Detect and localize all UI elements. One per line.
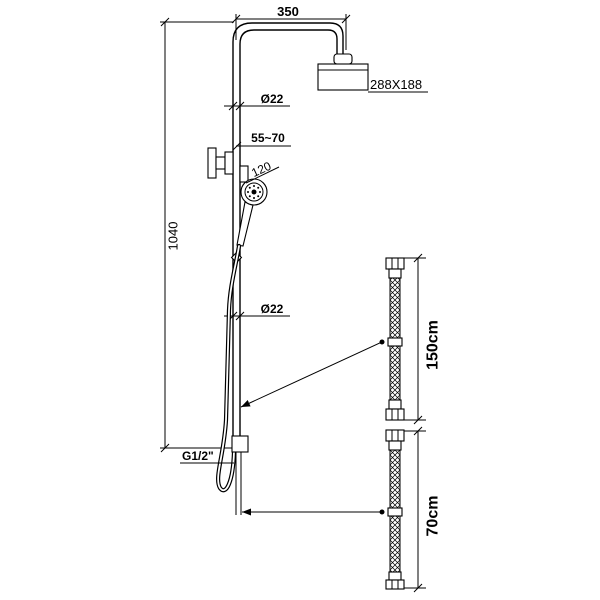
hand-shower-nozzle-dot [257, 186, 260, 189]
overall-height-tick-bottom [160, 443, 170, 453]
long-hose-detail [385, 257, 405, 421]
hand-shower-nozzle-dot [259, 191, 261, 193]
hand-shower-nozzle-dot [253, 197, 255, 199]
riser-pipe [232, 22, 344, 445]
long-hose-top-nut [385, 257, 405, 270]
riser-pipe-inner-edge [239, 29, 338, 445]
wall-bracket-clamp [224, 151, 234, 175]
shower-head-connector [333, 53, 353, 65]
short-hose-detail [385, 429, 405, 590]
overhead-shower-head: 288X188 [317, 53, 428, 93]
wall-bracket [207, 147, 234, 179]
short-hose-band [387, 507, 403, 517]
upper-pipe-diameter-callout: Ø22 [224, 92, 290, 111]
short-hose-top-nut [385, 429, 405, 442]
short-hose-bottom-nut [385, 579, 405, 590]
lower-pipe-diameter-tick-right [235, 311, 245, 321]
short-hose-bottom-collar [388, 571, 402, 581]
upper-pipe-diameter-tick-left [228, 101, 238, 111]
long-hose-length-label: 150cm [425, 320, 442, 370]
hand-shower-nozzle-dot [253, 185, 255, 187]
overall-height-label: 1040 [166, 222, 181, 251]
diverter-and-inlet: G1/2" [180, 435, 249, 515]
short-hose-tick-top [413, 426, 423, 436]
hand-shower-nozzle-dot [247, 191, 249, 193]
hose-leaders [240, 339, 385, 516]
inlet-thread-label: G1/2" [182, 449, 214, 463]
diverter-body [231, 435, 249, 453]
long-hose-tick-bottom [413, 415, 423, 425]
short-hose-tick-bottom [413, 583, 423, 593]
hand-shower-nozzle-dot [257, 195, 260, 198]
hand-shower-center-nozzle [251, 189, 257, 195]
upper-pipe-diameter-label: Ø22 [261, 92, 284, 106]
short-hose-length-dimension: 70cm [404, 426, 442, 593]
wall-bracket-plate [207, 147, 217, 179]
upper-pipe-diameter-tick-right [235, 101, 245, 111]
lower-pipe-diameter-callout: Ø22 [224, 302, 290, 321]
long-hose-leader [240, 341, 383, 408]
hand-shower-nozzle-dot [248, 195, 251, 198]
hand-shower-diameter-label: 120 [249, 159, 273, 180]
arm-length-label: 350 [277, 4, 299, 19]
long-hose-tick-top [413, 253, 423, 263]
wall-bracket-arm [215, 156, 226, 170]
long-hose-top-collar [388, 268, 402, 279]
riser-pipe-outer-edge [232, 22, 344, 445]
overhead-shower-size-label: 288X188 [370, 77, 422, 92]
hand-shower [236, 165, 268, 247]
hand-shower-hose-core [217, 245, 240, 491]
long-hose-leader-dot [379, 339, 385, 345]
overall-height-dimension: 1040 [160, 17, 234, 453]
hand-shower-diameter-line [245, 166, 280, 184]
lower-pipe-diameter-label: Ø22 [261, 302, 284, 316]
overall-height-tick-top [160, 17, 170, 27]
shower-head-body [317, 63, 369, 91]
short-hose-leader-dot [379, 509, 385, 515]
long-hose-bottom-nut [385, 408, 405, 421]
long-hose-length-dimension: 150cm [404, 253, 442, 425]
long-hose-band [387, 337, 403, 347]
hand-shower-face-ring [244, 182, 264, 202]
long-hose-bottom-collar [388, 399, 402, 410]
arm-length-dimension: 350 [231, 4, 351, 50]
hand-shower-holder [239, 165, 249, 183]
hand-shower-hose [216, 243, 242, 493]
wall-bracket-callout: 55~70 [232, 131, 291, 151]
short-hose-length-label: 70cm [425, 496, 442, 537]
arm-length-tick-right [341, 14, 351, 24]
short-hose-top-collar [388, 440, 402, 451]
bracket-range-label: 55~70 [251, 131, 285, 145]
hand-shower-nozzle-dot [248, 186, 251, 189]
bracket-range-tick [232, 141, 242, 151]
